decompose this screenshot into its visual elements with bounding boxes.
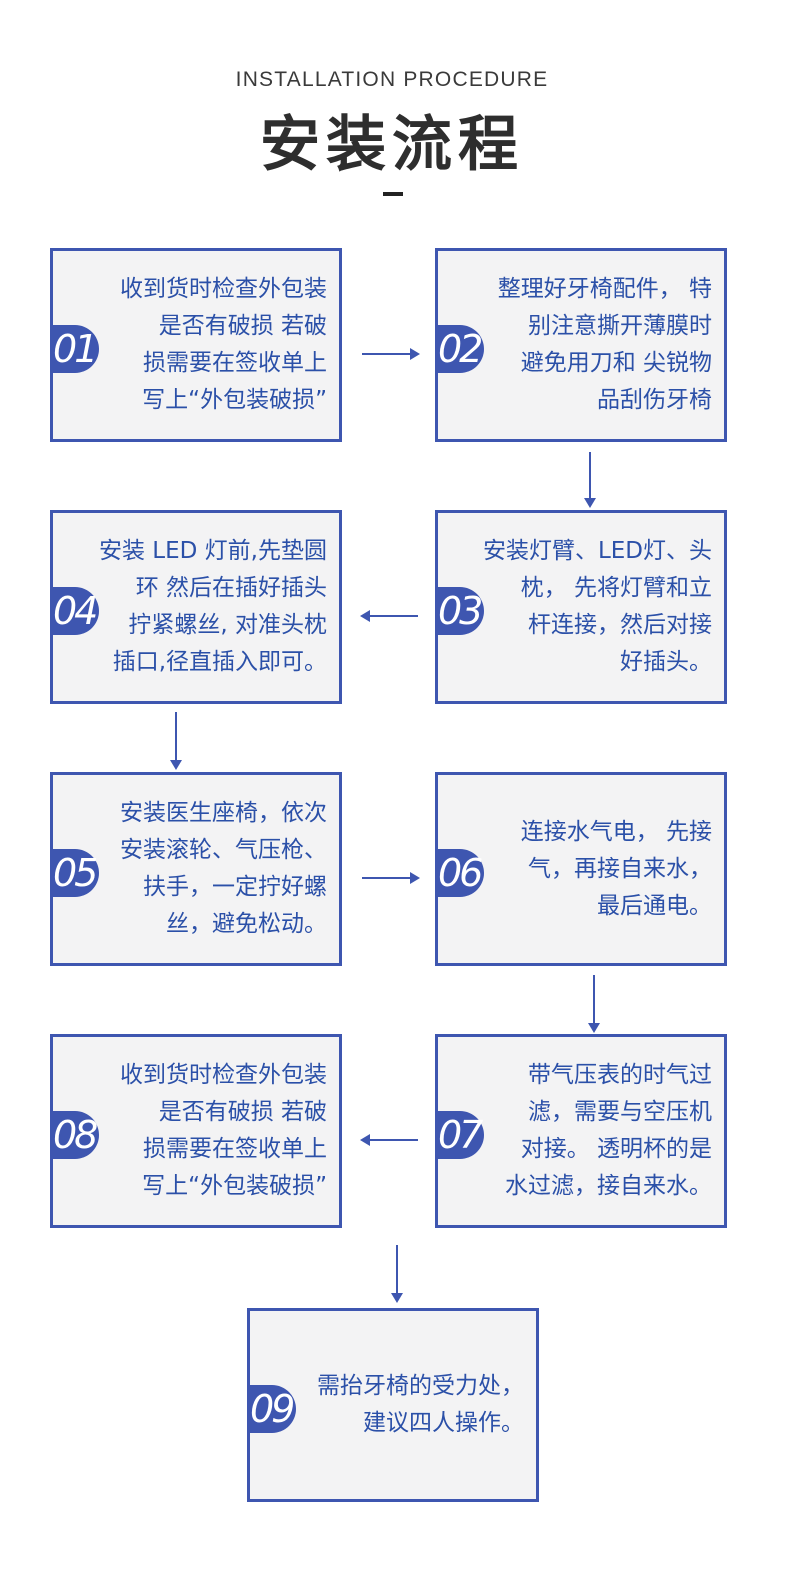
step-text-line: 需抬牙椅的受力处，: [317, 1373, 524, 1399]
page-title: 安装流程: [260, 110, 524, 180]
step-text-line: 建议四人操作。: [363, 1410, 524, 1436]
step-text-line: 损需要在签收单上: [143, 350, 327, 376]
step-description: 收到货时检查外包装 是否有破损 若破 损需要在签收单上 写上“外包装破损”: [91, 251, 327, 439]
step-text-line: 损需要在签收单上: [143, 1136, 327, 1162]
step-number-badge: 01: [51, 325, 99, 373]
step-text-line: 收到货时检查外包装: [120, 1062, 327, 1088]
step-text-line: 安装灯臂、LED灯、头: [482, 538, 712, 564]
arrow-left-icon: [360, 1134, 418, 1146]
step-text-line: 安装医生座椅，依次: [120, 800, 327, 826]
step-description: 安装医生座椅，依次 安装滚轮、气压枪、 扶手，一定拧好螺 丝，避免松动。: [91, 775, 327, 963]
arrow-left-icon: [360, 610, 418, 622]
step-description: 安装 LED 灯前,先垫圆 环 然后在插好插头 拧紧螺丝, 对准头枕 插口,径直…: [91, 513, 327, 701]
step-card-05: 05 安装医生座椅，依次 安装滚轮、气压枪、 扶手，一定拧好螺 丝，避免松动。: [50, 772, 342, 966]
step-text-line: 好插头。: [620, 649, 712, 675]
step-number-badge: 08: [51, 1111, 99, 1159]
step-number-badge: 03: [436, 587, 484, 635]
step-text-line: 整理好牙椅配件， 特: [497, 276, 712, 302]
step-text-line: 水过滤，接自来水。: [505, 1173, 712, 1199]
step-number-badge: 07: [436, 1111, 484, 1159]
step-description: 连接水气电， 先接 气，再接自来水， 最后通电。: [476, 775, 712, 963]
step-text-line: 是否有破损 若破: [158, 1099, 327, 1125]
step-description: 安装灯臂、LED灯、头 枕， 先将灯臂和立 杆连接，然后对接 好插头。: [476, 513, 712, 701]
step-text-line: 收到货时检查外包装: [120, 276, 327, 302]
step-text-line: 丝，避免松动。: [166, 911, 327, 937]
step-text-line: 安装滚轮、气压枪、: [120, 837, 327, 863]
step-text-line: 滤，需要与空压机: [528, 1099, 712, 1125]
step-card-09: 09 需抬牙椅的受力处， 建议四人操作。: [247, 1308, 539, 1502]
step-number-badge: 04: [51, 587, 99, 635]
title-divider: [383, 192, 403, 196]
step-text-line: 对接。 透明杯的是: [520, 1136, 712, 1162]
step-card-03: 03 安装灯臂、LED灯、头 枕， 先将灯臂和立 杆连接，然后对接 好插头。: [435, 510, 727, 704]
step-text-line: 扶手，一定拧好螺: [143, 874, 327, 900]
arrow-right-icon: [362, 348, 420, 360]
step-text-line: 避免用刀和 尖锐物: [520, 350, 712, 376]
step-text-line: 枕， 先将灯臂和立: [520, 575, 712, 601]
step-number-badge: 09: [248, 1385, 296, 1433]
step-description: 收到货时检查外包装 是否有破损 若破 损需要在签收单上 写上“外包装破损”: [91, 1037, 327, 1225]
step-text-line: 带气压表的时气过: [528, 1062, 712, 1088]
step-text-line: 写上“外包装破损”: [142, 387, 327, 413]
step-text-line: 是否有破损 若破: [158, 313, 327, 339]
step-description: 带气压表的时气过 滤，需要与空压机 对接。 透明杯的是 水过滤，接自来水。: [476, 1037, 712, 1225]
step-text-line: 气，再接自来水，: [528, 855, 712, 882]
arrow-down-icon: [170, 712, 182, 770]
step-card-06: 06 连接水气电， 先接 气，再接自来水， 最后通电。: [435, 772, 727, 966]
step-text-line: 杆连接，然后对接: [528, 612, 712, 638]
arrow-down-icon: [391, 1245, 403, 1303]
step-text-line: 别注意撕开薄膜时: [528, 313, 712, 339]
arrow-right-icon: [362, 872, 420, 884]
step-description: 整理好牙椅配件， 特 别注意撕开薄膜时 避免用刀和 尖锐物 品刮伤牙椅: [476, 251, 712, 439]
step-description: 需抬牙椅的受力处， 建议四人操作。: [288, 1311, 524, 1499]
step-text-line: 写上“外包装破损”: [142, 1173, 327, 1199]
step-card-08: 08 收到货时检查外包装 是否有破损 若破 损需要在签收单上 写上“外包装破损”: [50, 1034, 342, 1228]
step-text-line: 环 然后在插好插头: [135, 575, 327, 601]
step-card-07: 07 带气压表的时气过 滤，需要与空压机 对接。 透明杯的是 水过滤，接自来水。: [435, 1034, 727, 1228]
step-card-04: 04 安装 LED 灯前,先垫圆 环 然后在插好插头 拧紧螺丝, 对准头枕 插口…: [50, 510, 342, 704]
arrow-down-icon: [584, 452, 596, 508]
step-card-01: 01 收到货时检查外包装 是否有破损 若破 损需要在签收单上 写上“外包装破损”: [50, 248, 342, 442]
step-number-badge: 05: [51, 849, 99, 897]
step-text-line: 品刮伤牙椅: [597, 387, 712, 413]
step-text-line: 连接水气电， 先接: [520, 818, 712, 845]
step-text-line: 拧紧螺丝, 对准头枕: [128, 612, 327, 638]
step-text-line: 最后通电。: [597, 892, 712, 919]
step-number-badge: 02: [436, 325, 484, 373]
step-text-line: 插口,径直插入即可。: [112, 649, 327, 675]
arrow-down-icon: [588, 975, 600, 1033]
step-card-02: 02 整理好牙椅配件， 特 别注意撕开薄膜时 避免用刀和 尖锐物 品刮伤牙椅: [435, 248, 727, 442]
step-text-line: 安装 LED 灯前,先垫圆: [99, 538, 327, 564]
step-number-badge: 06: [436, 849, 484, 897]
page-subtitle: INSTALLATION PROCEDURE: [235, 68, 549, 91]
